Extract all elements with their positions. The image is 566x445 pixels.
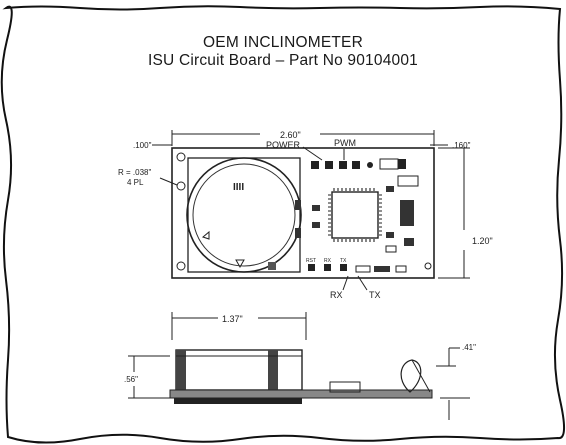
side-board	[169, 389, 433, 399]
dim-radius-count: 4 PL	[127, 178, 144, 187]
led-component	[324, 264, 331, 271]
side-lead	[411, 359, 431, 393]
led-component	[339, 161, 347, 169]
passive-component	[395, 265, 407, 273]
passive-component	[386, 232, 394, 238]
board-outline	[171, 147, 435, 279]
label-power: POWER	[266, 140, 301, 150]
passive-component	[355, 265, 371, 273]
side-sensor-post	[268, 350, 278, 390]
sensor-key-mark	[201, 230, 210, 240]
mcu-chip	[331, 191, 379, 239]
led-component	[325, 161, 333, 169]
side-sensor-post	[176, 350, 186, 390]
silk-tx: TX	[340, 258, 347, 264]
led-component	[311, 161, 319, 169]
passive-component	[312, 205, 320, 211]
drawing-title: OEM INCLINOMETER	[203, 34, 363, 51]
dim-width-label: 2.60"	[280, 130, 301, 140]
dim-right-margin-label: .160"	[452, 141, 471, 150]
page-border	[0, 5, 565, 444]
led-component	[367, 162, 373, 168]
label-tx: TX	[369, 290, 381, 300]
passive-component	[386, 186, 394, 192]
passive-component	[404, 238, 414, 246]
rim-component	[295, 228, 301, 238]
drawing-subtitle: ISU Circuit Board – Part No 90104001	[148, 52, 418, 69]
side-dim-height-label: .56"	[124, 375, 138, 384]
sensor-dome-outer	[186, 157, 302, 273]
passive-component	[312, 222, 320, 228]
side-component	[329, 381, 361, 393]
mount-hole	[176, 261, 186, 271]
leader-line	[302, 146, 323, 161]
mount-hole	[176, 152, 186, 162]
rim-component	[295, 200, 301, 210]
ic-component	[400, 200, 414, 226]
sensor-marking: IIII	[233, 182, 244, 193]
side-dim-width-label: 1.37"	[222, 314, 243, 324]
mcu-pins	[328, 188, 382, 242]
passive-component	[385, 245, 397, 253]
mount-hole	[176, 181, 186, 191]
leader-line	[159, 177, 178, 186]
leader-line	[342, 275, 349, 291]
dim-radius-label: R = .038"	[118, 168, 151, 177]
sensor-dome-inner	[192, 163, 296, 267]
label-rx: RX	[330, 290, 343, 300]
rim-component	[268, 262, 276, 270]
side-dim-lead-label: .41"	[462, 343, 476, 352]
passive-component	[374, 266, 390, 272]
led-component	[340, 264, 347, 271]
mount-hole	[424, 262, 432, 270]
connector	[398, 159, 406, 169]
dim-left-margin-label: .100"	[133, 141, 152, 150]
dim-height-label: 1.20"	[472, 236, 493, 246]
side-board-base	[174, 398, 302, 404]
side-lead-loop	[400, 359, 422, 393]
silk-rx: RX	[324, 258, 332, 264]
silk-rst: RST	[306, 258, 316, 264]
label-pwm: PWM	[334, 138, 356, 148]
leader-line	[357, 275, 368, 291]
led-component	[308, 264, 315, 271]
sensor-arrow-mark	[235, 259, 245, 269]
ic-component	[397, 175, 419, 187]
led-component	[352, 161, 360, 169]
